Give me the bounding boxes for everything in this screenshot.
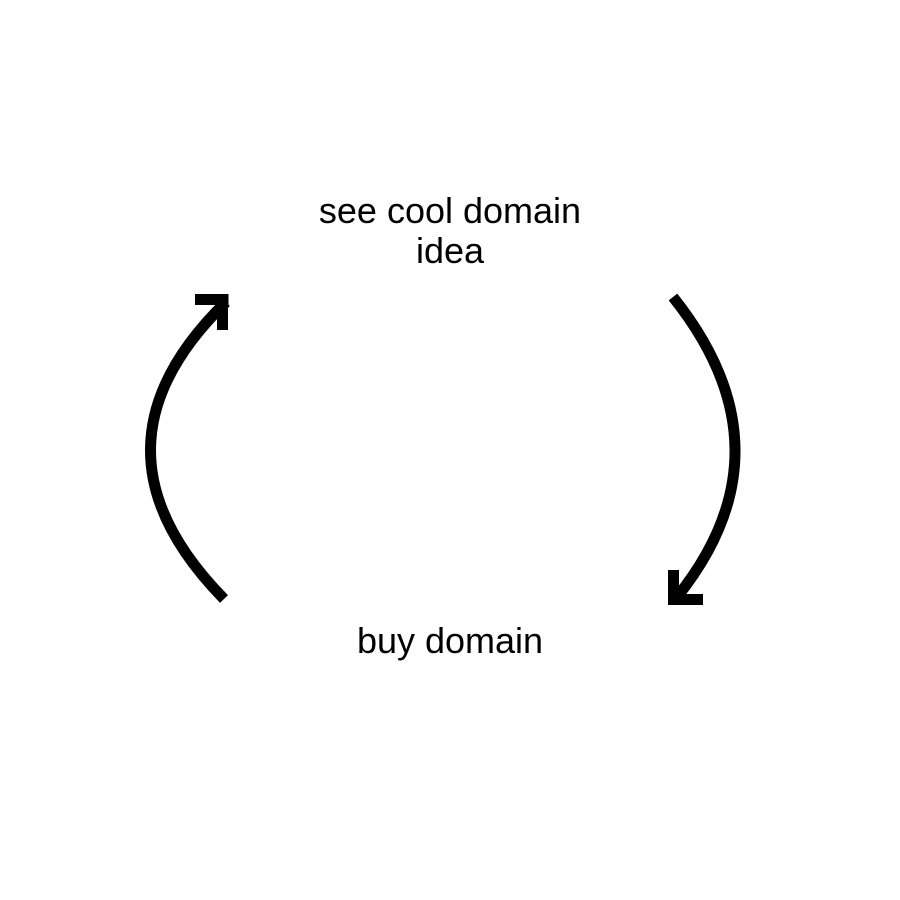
right-down-arrow-shaft	[668, 293, 741, 601]
right-down-arrow	[668, 293, 741, 605]
cycle-node-see-cool-domain-idea: see cool domain idea	[319, 191, 581, 271]
cycle-node-see-cool-domain-idea-line1: see cool domain	[318, 190, 582, 231]
left-up-arrowhead-icon	[195, 294, 229, 330]
cycle-node-see-cool-domain-idea-line2: idea	[415, 230, 485, 271]
right-down-arrowhead-icon	[668, 570, 703, 605]
left-up-arrow	[145, 294, 230, 603]
left-up-arrow-shaft	[145, 298, 230, 603]
cycle-node-buy-domain: buy domain	[356, 620, 544, 661]
